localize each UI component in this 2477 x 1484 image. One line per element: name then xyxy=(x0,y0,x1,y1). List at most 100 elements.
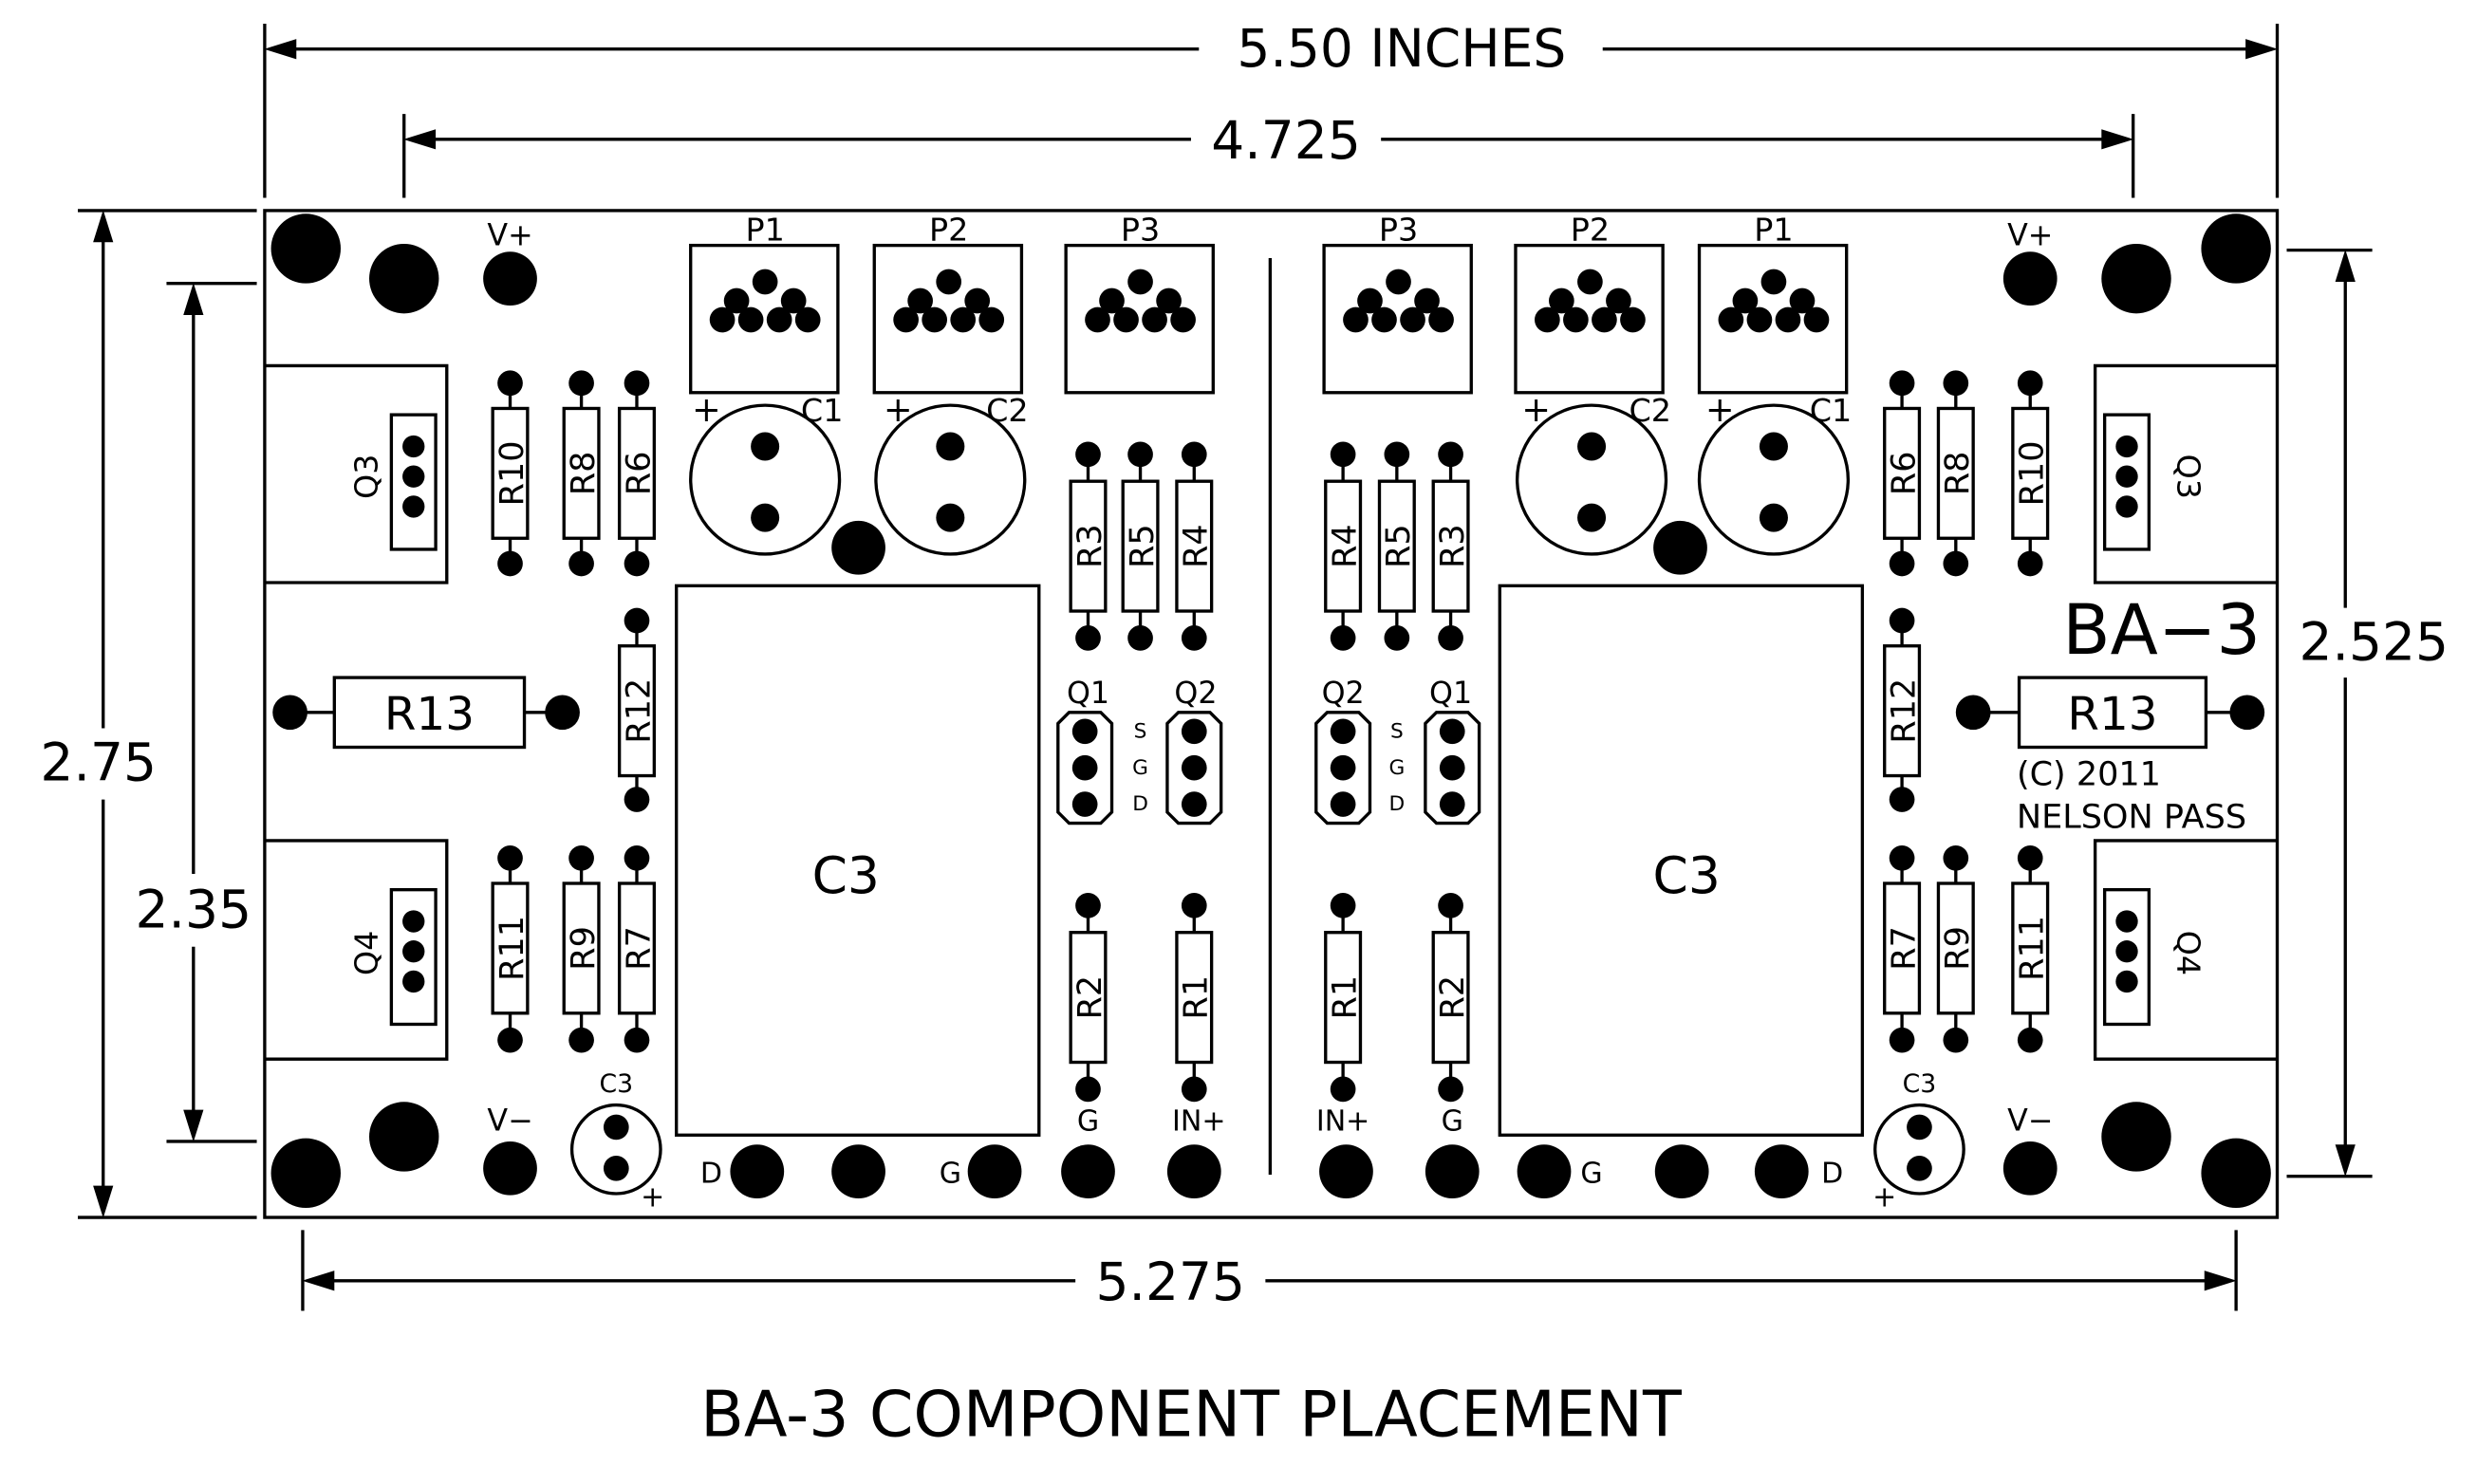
terminal-pad xyxy=(831,1144,885,1199)
resistor-pad xyxy=(568,370,594,397)
resistor-pad xyxy=(568,550,594,577)
resistor-label-r9: R9 xyxy=(1938,926,1977,971)
trimmer-pad xyxy=(1142,306,1167,333)
label-d-left: D xyxy=(700,1157,722,1190)
capacitor-polarity: + xyxy=(1521,389,1551,430)
resistor-label-r5: R5 xyxy=(1379,524,1418,568)
capacitor-polarity: + xyxy=(641,1180,664,1214)
trimmer-pad xyxy=(1343,306,1369,333)
resistor-body xyxy=(617,644,657,778)
dim-left-inner-height: 2.35 xyxy=(136,880,252,940)
trimmer-label-p1: P1 xyxy=(745,212,784,249)
trimmer-label-p2: P2 xyxy=(929,212,968,249)
trimmer-pad xyxy=(893,306,919,333)
capacitor-pad xyxy=(751,503,780,532)
resistor-body xyxy=(617,881,657,1015)
dimension-lines xyxy=(78,24,2373,1311)
resistor-pad xyxy=(624,550,650,577)
trimmer-pad xyxy=(1414,288,1440,314)
capacitor-pad xyxy=(1759,432,1788,461)
trimmer-pad xyxy=(1357,288,1383,314)
transistor-label-q4-left: Q4 xyxy=(347,931,384,975)
jfet-pad xyxy=(1071,718,1098,745)
capacitor-pad xyxy=(936,503,965,532)
transistor-pad xyxy=(402,970,425,993)
resistor-label-r5: R5 xyxy=(1123,524,1162,568)
jfet-q1 xyxy=(1056,711,1114,825)
transistor-pad xyxy=(2115,495,2138,518)
trimmer-pad xyxy=(1775,306,1801,333)
trimmer-pad xyxy=(1386,269,1411,295)
trimmer-p1 xyxy=(1697,243,1849,395)
trimmer-pad xyxy=(737,306,764,333)
transistor-pad xyxy=(402,910,425,933)
resistor-label-r7: R7 xyxy=(1884,926,1923,971)
trimmer-pad xyxy=(794,306,821,333)
capacitor-pad xyxy=(603,1155,629,1181)
resistor-pad xyxy=(1181,893,1207,918)
jfet-pad xyxy=(1330,718,1356,745)
resistor-pad xyxy=(1384,441,1410,468)
transistor-body-q4-left xyxy=(389,888,438,1027)
trimmer-pad xyxy=(1535,306,1560,333)
capacitor-pad xyxy=(1577,432,1607,461)
transistor-body-q3-right xyxy=(2102,413,2151,551)
resistor-body xyxy=(1883,644,1922,778)
jfet-pad xyxy=(1439,718,1465,745)
resistor-pad xyxy=(1889,370,1915,397)
terminal-pad xyxy=(1166,1144,1221,1199)
resistor-pad xyxy=(568,1027,594,1053)
resistor-label-r1: R1 xyxy=(1177,975,1216,1020)
jfet-pad xyxy=(1071,791,1098,817)
transistor-label-q3-right: Q3 xyxy=(2170,454,2207,498)
jfet-pad xyxy=(1181,718,1207,745)
capacitor-pad xyxy=(1577,503,1607,532)
board-outline xyxy=(263,209,2280,1219)
resistor-pad xyxy=(1889,607,1915,634)
transistor-pad xyxy=(2115,465,2138,488)
trimmer-pad xyxy=(1113,306,1139,333)
capacitor-c1 xyxy=(1697,403,1851,556)
pin-label-d-right: D xyxy=(1388,792,1405,816)
capacitor-label-c1: C1 xyxy=(801,392,844,429)
pin-label-g-right: G xyxy=(1388,756,1405,780)
trimmer-pad xyxy=(978,306,1005,333)
trimmer-pad xyxy=(1428,306,1454,333)
resistor-pad xyxy=(1075,893,1101,918)
trimmer-pad xyxy=(1789,288,1816,314)
terminal-pad xyxy=(1517,1144,1572,1199)
transistor-pad xyxy=(2115,910,2138,933)
capacitor-c2 xyxy=(1515,403,1668,556)
resistor-label-r9: R9 xyxy=(564,926,603,971)
resistor-label-r2: R2 xyxy=(1071,975,1109,1020)
trimmer-pad xyxy=(723,288,750,314)
resistor-body xyxy=(1069,479,1108,613)
heatsink-outline-q3-right xyxy=(2093,363,2278,584)
resistor-label-r7: R7 xyxy=(619,926,658,971)
jfet-pad xyxy=(1071,754,1098,781)
resistor-pad xyxy=(1943,550,1969,577)
mounting-hole xyxy=(369,1102,439,1172)
resistor-body xyxy=(491,406,530,540)
jfet-pad xyxy=(1439,791,1465,817)
trimmer-pad xyxy=(1156,288,1182,314)
capacitor-c3-left xyxy=(675,584,1041,1137)
trimmer-pad xyxy=(1127,269,1153,295)
trimmer-pad xyxy=(936,269,962,295)
resistor-pad xyxy=(1438,1076,1463,1103)
transistor-pad xyxy=(2115,970,2138,993)
resistor-pad xyxy=(497,844,523,871)
mounting-hole xyxy=(369,243,439,314)
resistor-label-r6: R6 xyxy=(1884,452,1923,496)
capacitor-polarity: + xyxy=(1872,1180,1896,1214)
trimmer-label-p3: P3 xyxy=(1379,212,1418,249)
resistor-label-r13-right: R13 xyxy=(2067,688,2157,741)
resistor-pad xyxy=(272,695,307,731)
mounting-hole xyxy=(270,213,341,284)
resistor-label-r13-left: R13 xyxy=(384,688,475,741)
trimmer-pad xyxy=(1606,288,1631,314)
pin-label-s-left: S xyxy=(1134,719,1147,743)
resistor-pad xyxy=(1438,625,1463,651)
resistor-pad xyxy=(1943,844,1969,871)
